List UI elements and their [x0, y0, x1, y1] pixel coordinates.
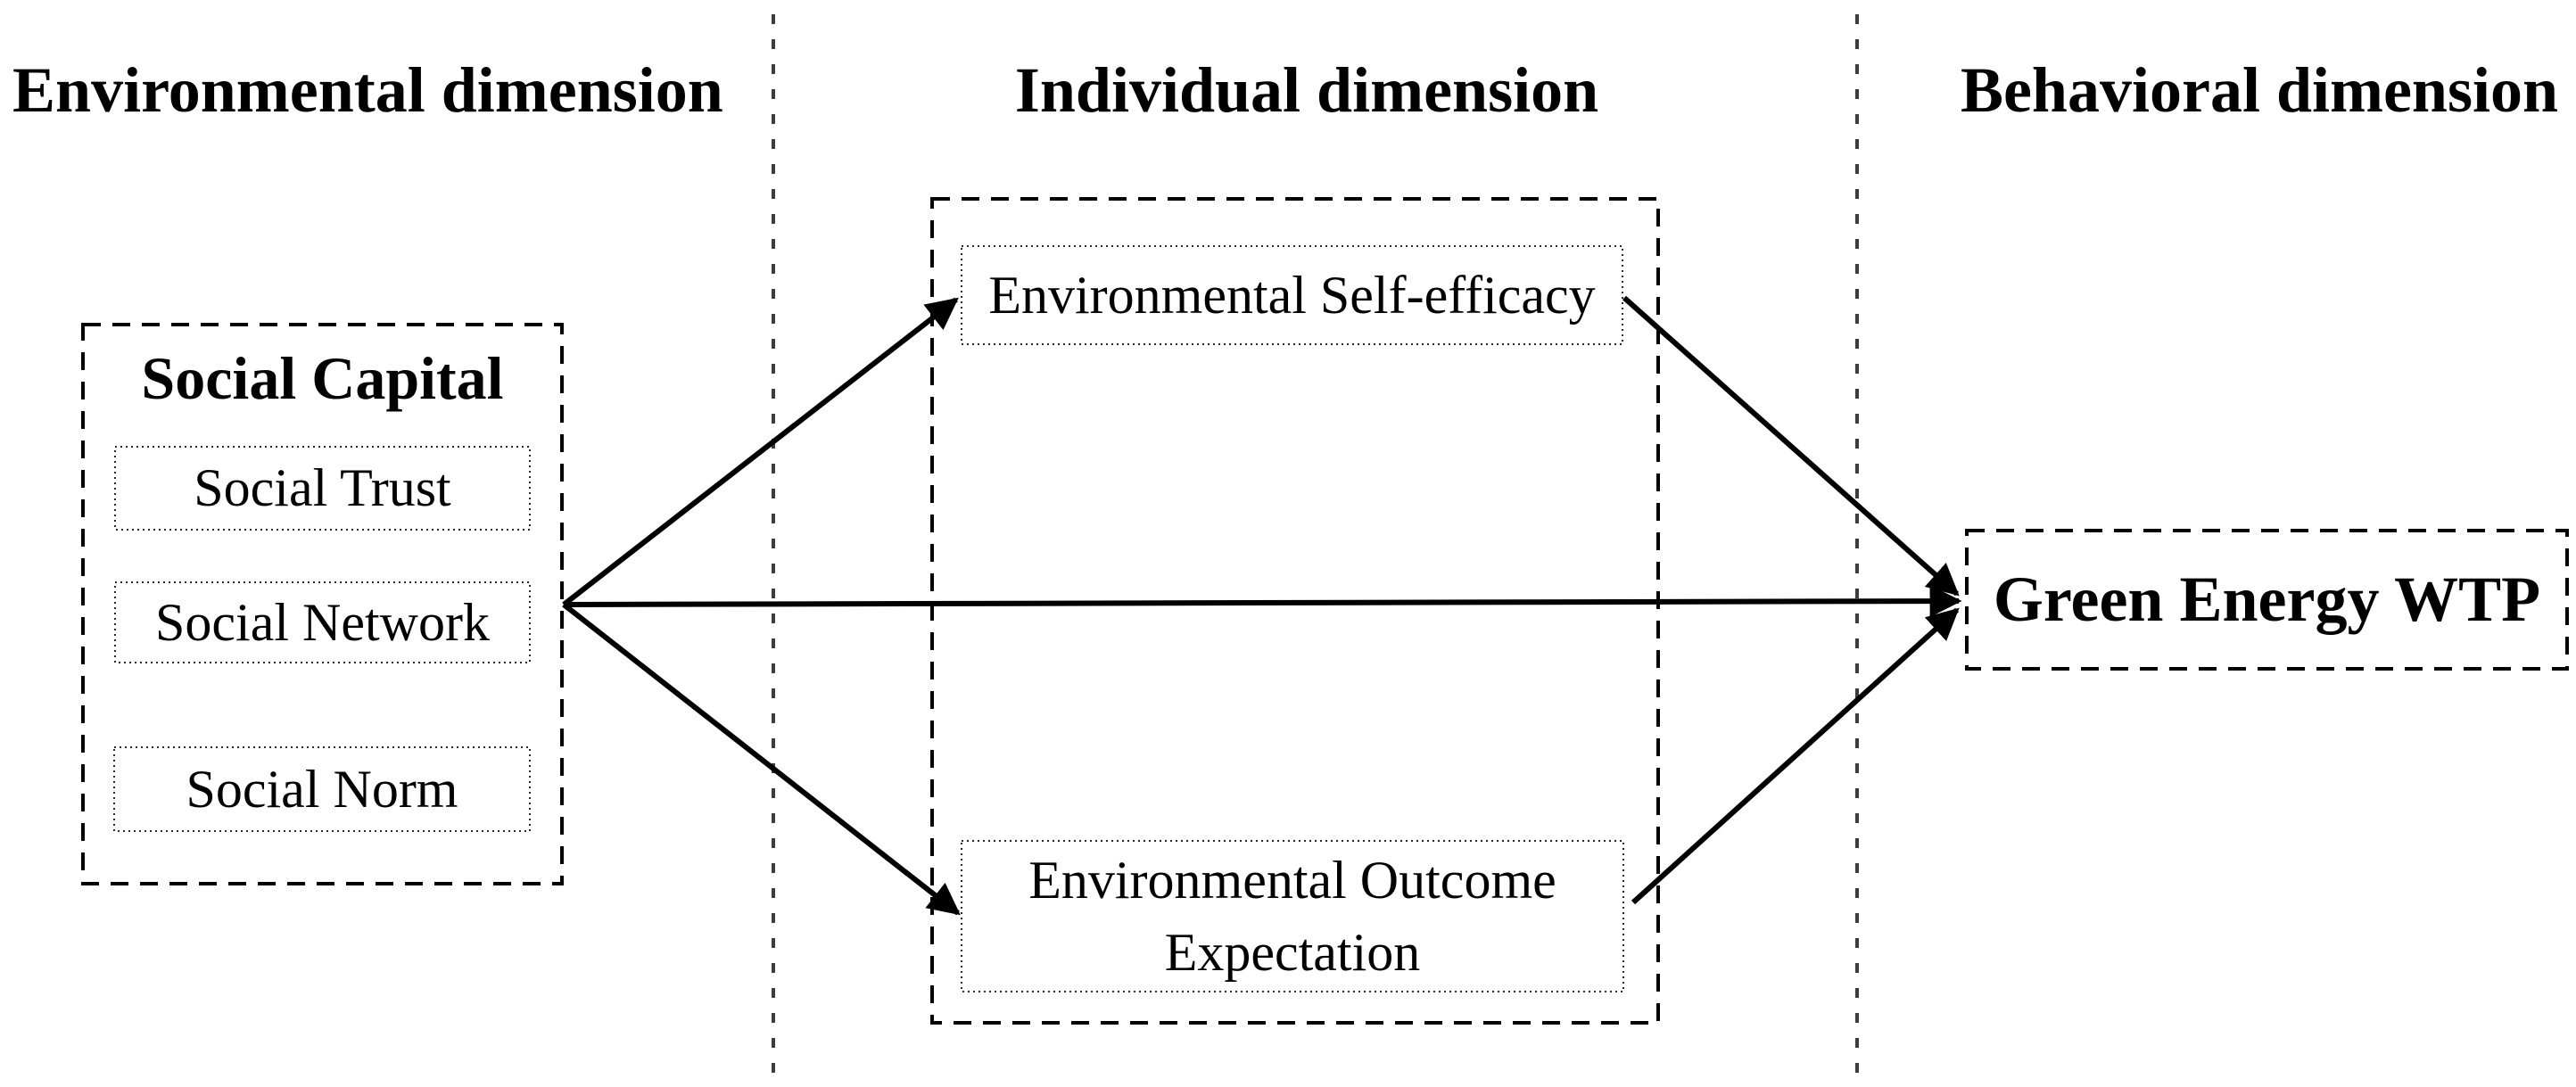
social-norm-box-border: [113, 746, 531, 832]
social-trust-box-border: [114, 446, 531, 531]
individual-container-border: [930, 197, 1660, 1025]
header-environmental-dimension: Environmental dimension: [12, 54, 723, 126]
arrow-outcome-expectation-to-wtp: [1631, 607, 1960, 905]
social-network-box-border: [114, 581, 531, 663]
social-capital-box-border: [81, 323, 564, 885]
arrow-self-efficacy-to-wtp: [1622, 295, 1960, 597]
header-individual-dimension: Individual dimension: [1014, 54, 1599, 126]
social-network-label: Social Network: [155, 592, 490, 652]
green-energy-wtp-label: Green Energy WTP: [1993, 563, 2541, 635]
environmental-self-efficacy-label: Environmental Self-efficacy: [988, 265, 1596, 325]
arrow-social-capital-to-self-efficacy: [562, 297, 959, 607]
social-trust-label: Social Trust: [194, 458, 451, 517]
green-energy-wtp-box-border: [1965, 529, 2569, 671]
social-norm-label: Social Norm: [186, 759, 458, 819]
social-capital-title: Social Capital: [141, 343, 504, 412]
arrow-social-capital-to-wtp: [563, 585, 1962, 618]
header-behavioral-dimension: Behavioral dimension: [1960, 54, 2559, 126]
arrow-social-capital-to-outcome-expectation: [562, 602, 961, 916]
environmental-outcome-expectation-label: Environmental Outcome Expectation: [1028, 850, 1556, 982]
